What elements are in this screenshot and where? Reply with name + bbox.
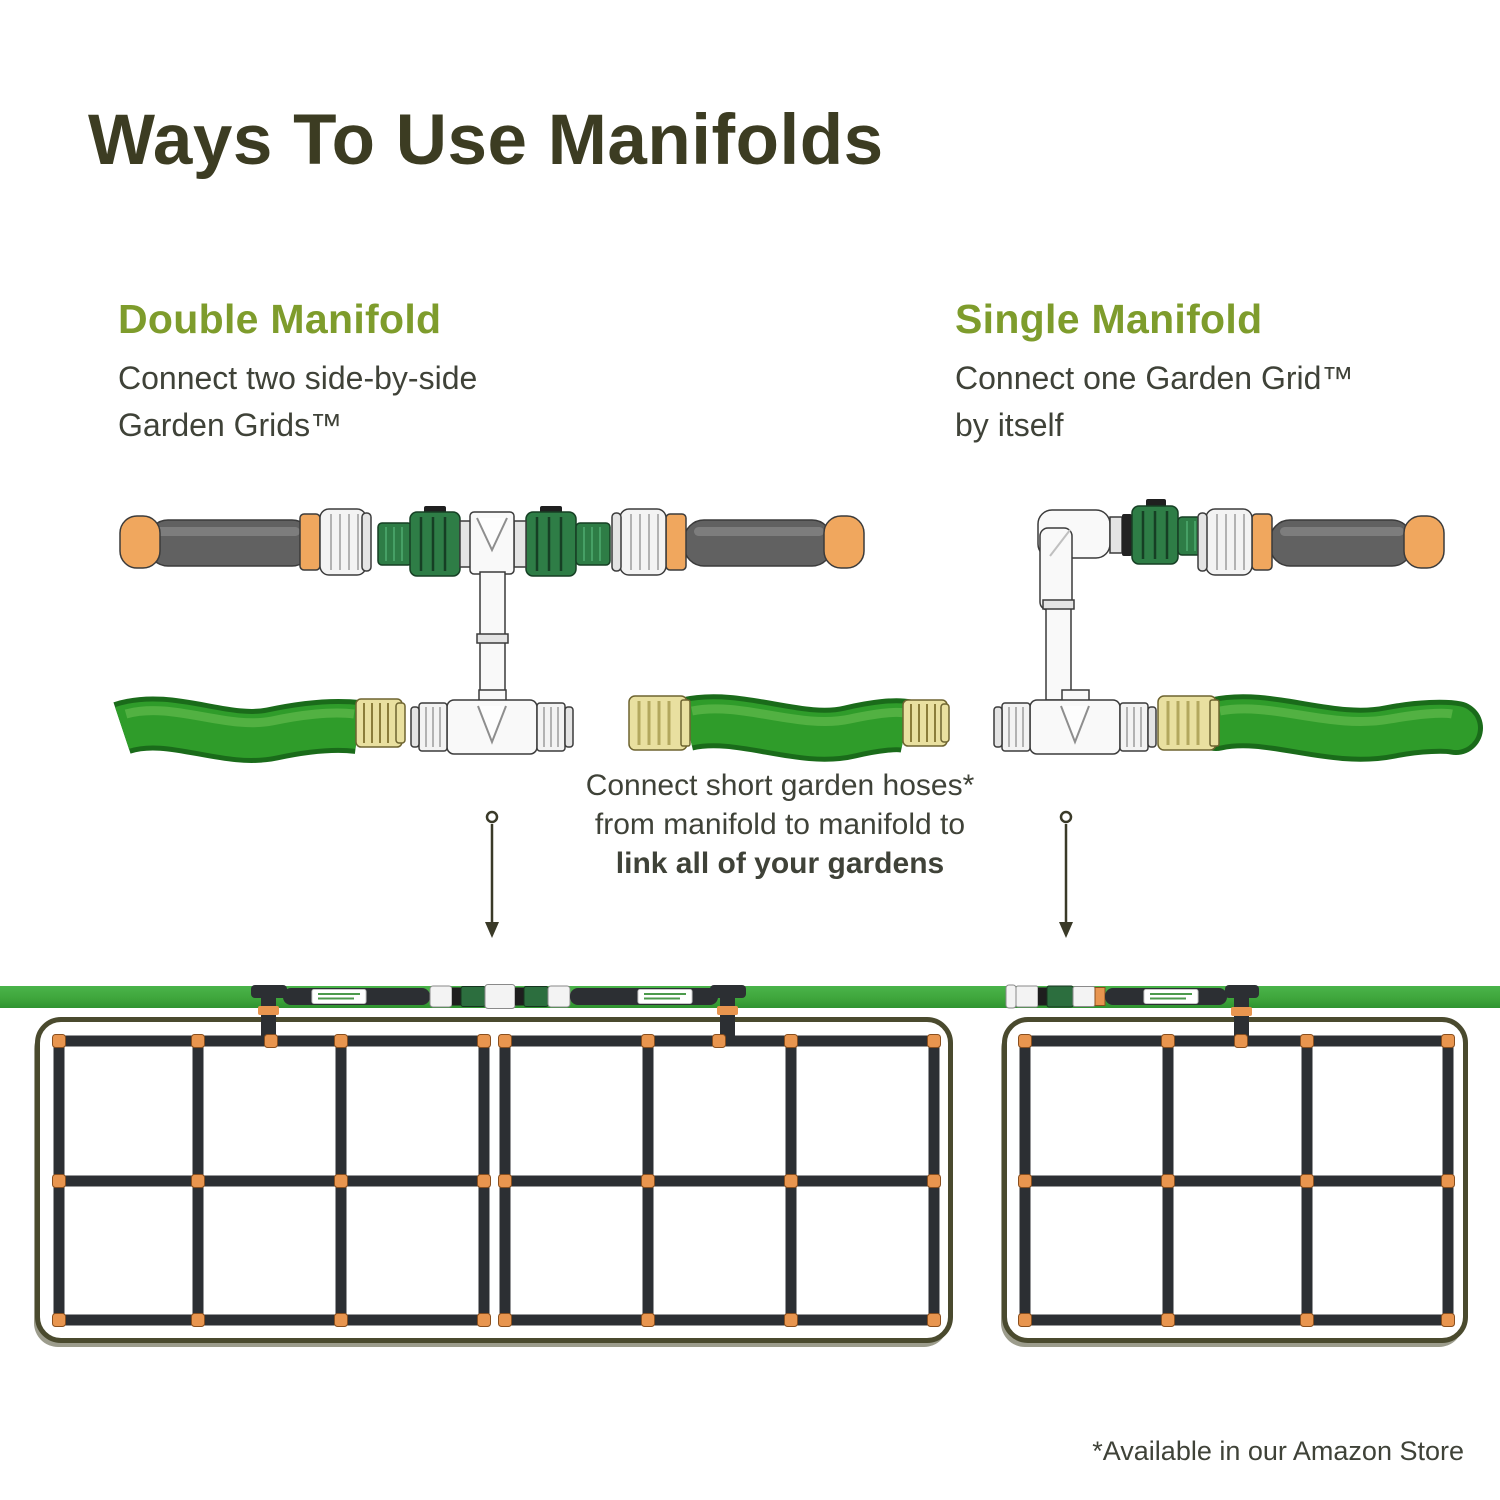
garden-grid-pipes [52,1034,1455,1327]
garden-hose-bottom-left [113,696,406,763]
single-desc-line-2: by itself [955,407,1064,443]
double-desc-line-1: Connect two side-by-side [118,360,478,396]
double-manifold-top-tee [377,506,611,699]
double-manifold-heading: Double Manifold [118,296,442,342]
garden-hose-bottom-right [1157,694,1483,762]
single-manifold-description: Connect one Garden Grid™ by itself [955,355,1353,449]
single-manifold-top-view [1005,984,1259,1046]
arrow-down-right [1059,810,1073,938]
hose-label [311,989,367,1004]
hose-label [1143,989,1199,1004]
double-manifold-description: Connect two side-by-side Garden Grids™ [118,355,477,449]
caption-line-1: Connect short garden hoses* [585,769,975,802]
double-manifold-top-view [251,984,746,1046]
single-manifold-heading: Single Manifold [955,296,1263,342]
manifold-illustration [113,499,1483,938]
double-manifold-bottom-tee [410,689,574,755]
hose-label [637,989,693,1004]
caption-line-3: link all of your gardens [615,847,945,880]
gray-hose-single [1197,508,1445,576]
page-title: Ways To Use Manifolds [88,101,884,180]
single-manifold-elbow [1037,499,1213,701]
arrow-down-left [485,810,499,938]
gray-hose-top-right [611,508,865,576]
gray-hose-top-left [119,508,372,576]
caption-line-2: from manifold to manifold to [594,808,966,841]
garden-grids-layer [52,984,1455,1327]
amazon-store-footnote: *Available in our Amazon Store [1092,1436,1464,1466]
garden-hose-bottom-middle [628,694,950,762]
single-desc-line-1: Connect one Garden Grid™ [955,360,1354,396]
single-manifold-bottom-tee [993,689,1157,755]
connect-hoses-caption: Connect short garden hoses* from manifol… [440,766,1120,883]
double-desc-line-2: Garden Grids™ [118,407,343,443]
